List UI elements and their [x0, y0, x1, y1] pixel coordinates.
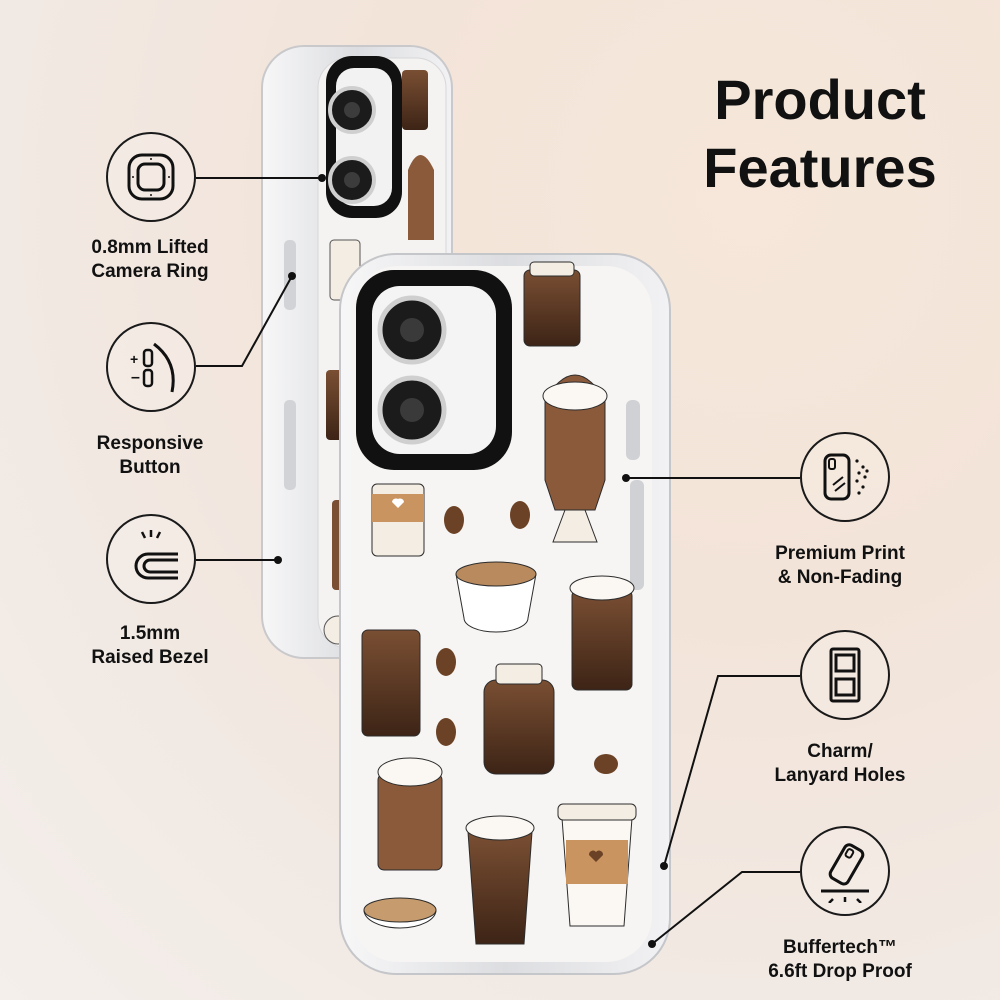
bezel-icon: [106, 514, 196, 604]
feature-label-bezel: 1.5mm Raised Bezel: [91, 623, 209, 668]
callout-line-lanyard: [663, 675, 800, 867]
callout-dot-lanyard: [660, 862, 668, 870]
feature-label-print: Premium Print & Non-Fading: [775, 543, 905, 588]
drop-proof-icon: [800, 826, 890, 916]
feature-label-drop: Buffertech™ 6.6ft Drop Proof: [768, 937, 912, 982]
callout-dot-camera-ring: [318, 174, 326, 182]
button-icon: + –: [106, 322, 196, 412]
callout-line-drop: [651, 871, 800, 945]
lanyard-hole-icon: [800, 630, 890, 720]
title-line-1: Product: [714, 68, 926, 131]
print-icon: [800, 432, 890, 522]
callout-dot-button: [288, 272, 296, 280]
svg-text:+: +: [130, 351, 138, 367]
callout-dot-drop: [648, 940, 656, 948]
feature-label-camera-ring: 0.8mm Lifted Camera Ring: [91, 237, 209, 282]
feature-label-lanyard: Charm/ Lanyard Holes: [774, 741, 906, 786]
camera-ring-icon: [106, 132, 196, 222]
callout-dot-print: [622, 474, 630, 482]
callout-dot-bezel: [274, 556, 282, 564]
title-line-2: Features: [703, 136, 937, 199]
callout-line-button: [196, 275, 293, 367]
feature-label-button: Responsive Button: [96, 433, 204, 478]
front-phone: [339, 253, 671, 975]
page-title: Product Features: [640, 66, 1000, 202]
svg-text:–: –: [131, 369, 140, 386]
